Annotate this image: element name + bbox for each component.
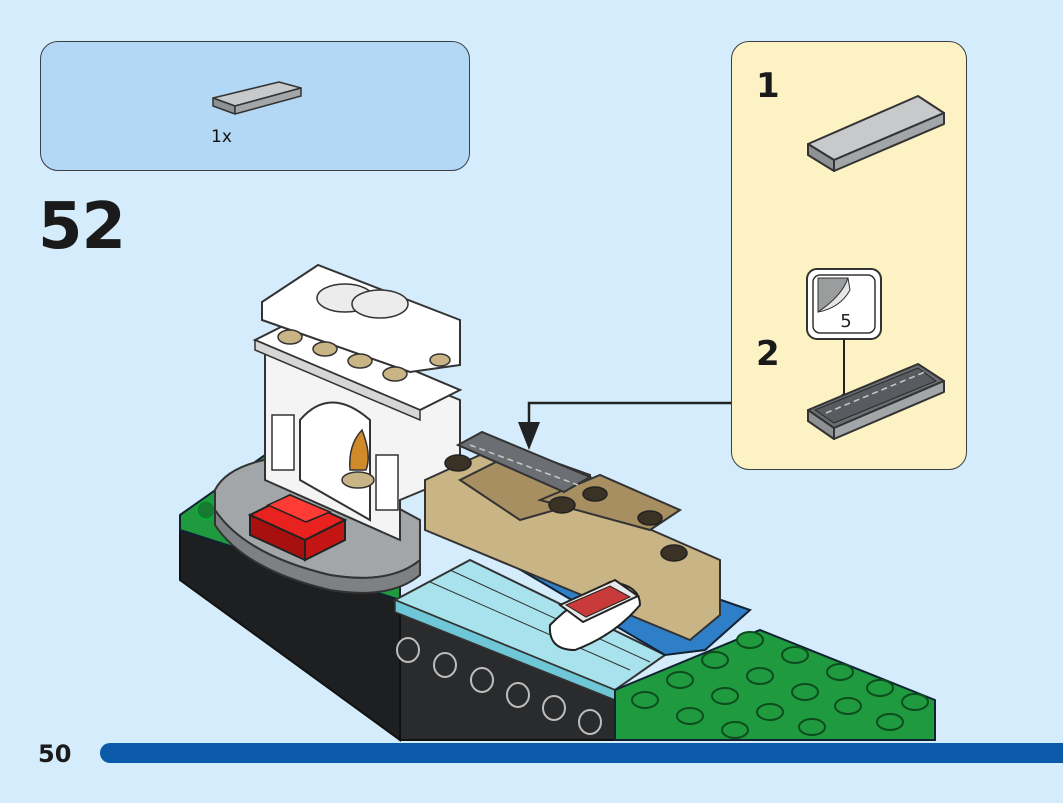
road-tile-icon	[455, 430, 593, 494]
progress-bar	[100, 743, 1063, 763]
page-number: 50	[38, 740, 72, 768]
placement-arrow	[518, 401, 731, 450]
water-tiles-icon	[392, 558, 667, 702]
model-illustration	[179, 263, 936, 742]
substep-2-tile-with-sticker-icon	[807, 363, 945, 440]
substep-number-2: 2	[756, 334, 780, 374]
grey-tile-part-icon	[212, 81, 302, 115]
parts-callout: 1x	[40, 41, 470, 171]
arch-landmark-icon	[252, 263, 463, 542]
red-brick-icon	[247, 493, 348, 562]
part-quantity: 1x	[211, 127, 232, 147]
sticker-number: 5	[840, 311, 852, 332]
step-number: 52	[38, 190, 126, 264]
substep-number-1: 1	[756, 66, 780, 106]
green-studs-icon	[631, 631, 929, 739]
substep-1-grey-tile-icon	[807, 95, 945, 172]
base-side-studs-icon	[396, 637, 602, 735]
boat-icon	[548, 578, 642, 652]
